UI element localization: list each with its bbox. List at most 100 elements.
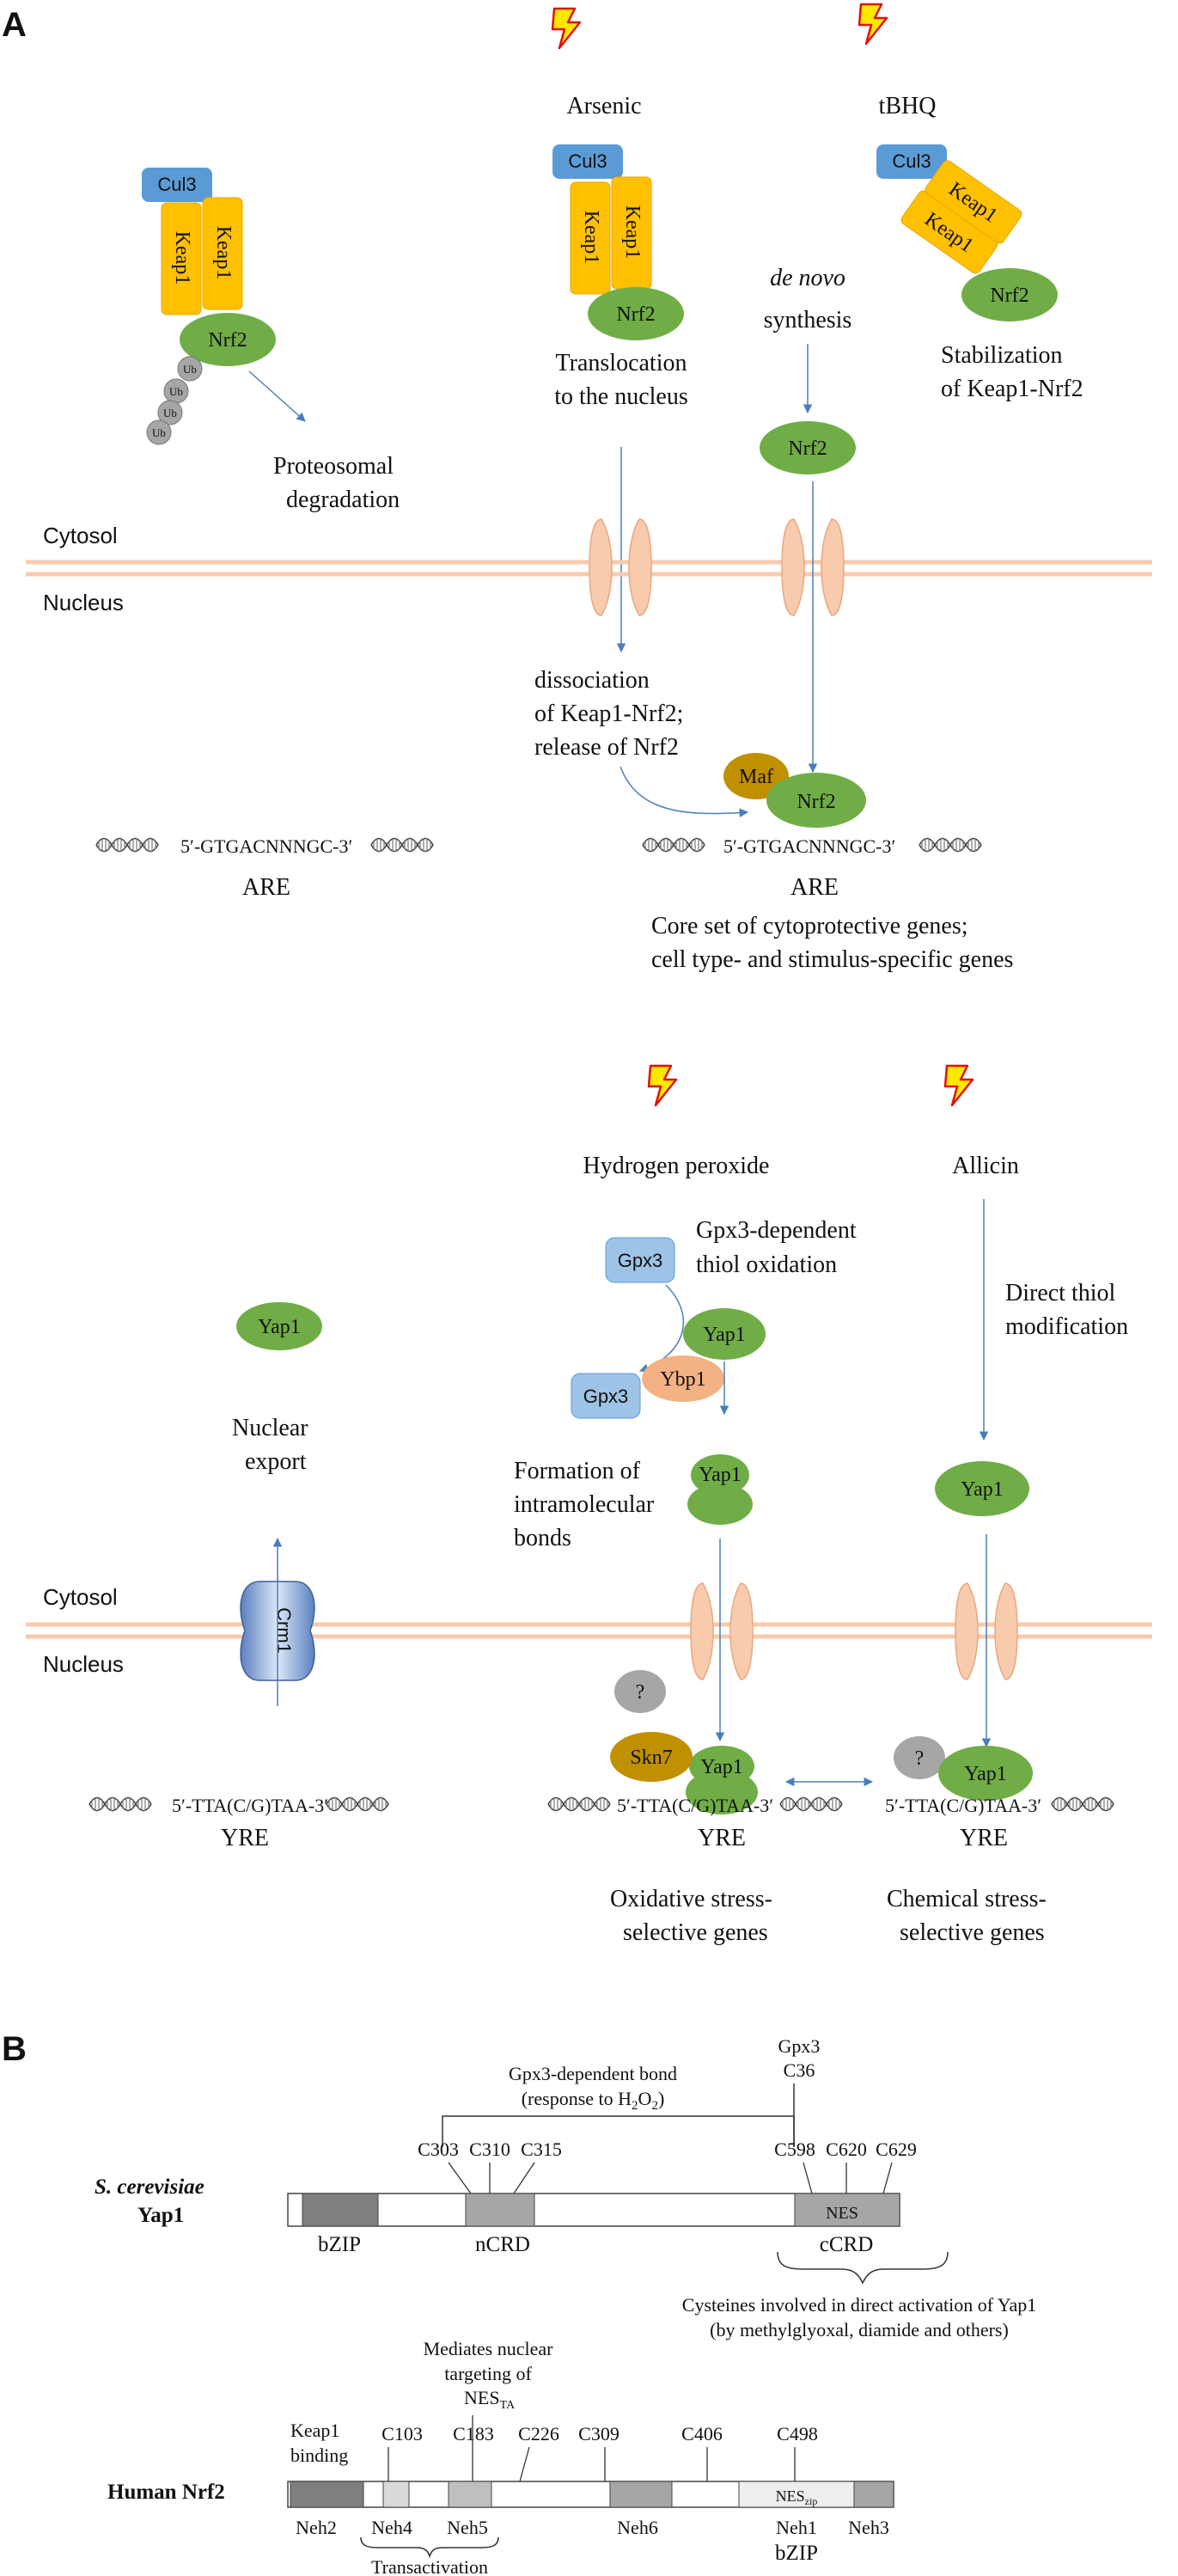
gpx3-box: [571, 1373, 641, 1419]
yap1-label: Yap1: [700, 1756, 743, 1778]
oxidized-yap1: Yap1: [687, 1454, 753, 1525]
cys-label: C598: [774, 2139, 815, 2160]
formation-text-2: intramolecular: [514, 1491, 655, 1518]
dna-icon: [547, 1796, 580, 1812]
keap1-label-b: Keap1: [621, 205, 644, 260]
nrf2-label: Nrf2: [797, 791, 835, 813]
dna-icon: [642, 837, 674, 853]
dissociation-text-2: of Keap1-Nrf2;: [534, 701, 683, 727]
bzip-label: bZIP: [775, 2542, 818, 2565]
nrf2-oval: [180, 313, 276, 366]
denovo-text-1: de novo: [770, 265, 845, 291]
mediates-text-1: Mediates nuclear: [424, 2338, 554, 2359]
neh6-domain: [609, 2481, 673, 2508]
neh3-domain: [853, 2481, 894, 2508]
cys-label: C406: [681, 2423, 723, 2444]
cys-label: C303: [418, 2139, 459, 2160]
cul3-label: Cul3: [157, 174, 196, 195]
dna-icon: [357, 1796, 389, 1812]
ncrd-cys-lines: [448, 2162, 535, 2194]
stabilization-text-2: of Keap1-Nrf2: [941, 376, 1083, 402]
dna-icon: [95, 837, 128, 853]
lightning-icon: [943, 1064, 974, 1107]
nuclear-yap1-skn7: Yap1: [686, 1746, 758, 1814]
nrf2-protein-name: Human Nrf2: [107, 2481, 225, 2504]
proteosomal-text-1: Proteosomal: [273, 453, 394, 480]
skn7-label: Skn7: [630, 1747, 672, 1769]
cys-label: C183: [453, 2423, 494, 2444]
neh5-label: Neh5: [447, 2517, 488, 2538]
unknown-factor-oval: [894, 1736, 945, 1779]
yre-label: YRE: [221, 1825, 269, 1851]
formation-text-3: bonds: [514, 1525, 571, 1551]
bzip-domain: [302, 2193, 379, 2227]
tbhq-label: tBHQ: [879, 93, 937, 119]
dissociation-text-1: dissociation: [534, 667, 650, 694]
cytosol-label: Cytosol: [43, 523, 118, 548]
keap1-left-b: [202, 197, 243, 310]
lightning-icon: [647, 1064, 678, 1107]
cys-label: C103: [381, 2423, 423, 2444]
gpx3-label: Gpx3: [778, 2035, 821, 2057]
dna-icon: [89, 1796, 121, 1812]
translocation-text-2: to the nucleus: [554, 383, 688, 410]
nrf2-oval: [766, 773, 866, 828]
denovo-text-2: synthesis: [764, 307, 852, 333]
dna-icon: [949, 837, 982, 853]
cul3-label: Cul3: [892, 150, 931, 172]
keap1-label-a: Keap1: [580, 211, 602, 265]
ybp1-oval: [642, 1355, 724, 1402]
yre-sequence: 5′-TTA(C/G)TAA-3′: [172, 1795, 328, 1816]
dna-icon: [1082, 1796, 1114, 1812]
ub-label: Ub: [163, 407, 177, 419]
cys-note-2: (by methylglyoxal, diamide and others): [710, 2319, 1009, 2340]
cul3-keap1-nrf2-complex-left: Cul3 Keap1 Keap1 Nrf2 Ub Ub Ub Ub: [142, 168, 276, 445]
dna-icon: [673, 837, 705, 853]
degradation-arrow: [248, 370, 306, 422]
bzip-label: bZIP: [318, 2233, 361, 2256]
yap1-protein-bar: NES: [287, 2193, 900, 2227]
yre-sequence: 5′-TTA(C/G)TAA-3′: [885, 1795, 1041, 1816]
crm1-label: Crm1: [273, 1607, 295, 1654]
dna-icon: [126, 837, 159, 853]
neh4-label: Neh4: [371, 2517, 412, 2538]
neh3-label: Neh3: [848, 2517, 889, 2538]
nuclear-pore: [690, 1582, 754, 1680]
ubiquitin-chain: Ub Ub Ub Ub: [146, 356, 203, 445]
chemical-genes-text-2: selective genes: [900, 1919, 1045, 1946]
keap1-label-b: Keap1: [212, 226, 235, 280]
dissociation-text-3: release of Nrf2: [534, 734, 679, 761]
dna-icon: [119, 1796, 152, 1812]
neh2-domain: [290, 2481, 364, 2508]
cytosol-label: Cytosol: [43, 1584, 118, 1610]
yap1-label: Yap1: [964, 1763, 1007, 1785]
yap1-label: Yap1: [258, 1316, 301, 1338]
translocation-text-1: Translocation: [556, 350, 687, 376]
nes-ta-label: NESTA: [464, 2387, 516, 2412]
keap1-label-a: Keap1: [171, 231, 193, 285]
keap1-box: [925, 160, 1022, 244]
gpx3-label: Gpx3: [618, 1250, 663, 1271]
keap1-left-a: [161, 202, 202, 315]
are-sequence: 5′-GTGACNNNGC-3′: [180, 835, 352, 857]
nucleus-label: Nucleus: [43, 590, 124, 615]
transactivation-brace: [360, 2536, 499, 2559]
nrf2-oval: [961, 268, 1058, 321]
yap1-label: Yap1: [703, 1324, 746, 1346]
gpx3-oxidation-text-2: thiol oxidation: [696, 1251, 837, 1278]
cys-label: C620: [826, 2139, 867, 2160]
yre-label: YRE: [960, 1825, 1008, 1851]
nuclear-export-text-1: Nuclear: [232, 1415, 308, 1441]
cys-label: C309: [578, 2423, 620, 2444]
nrf2-label: Nrf2: [616, 303, 655, 326]
dna-icon: [578, 1796, 611, 1812]
transactivation-label: Transactivation: [371, 2556, 488, 2576]
panel-b-label: B: [2, 2030, 27, 2068]
ncrd-label: nCRD: [475, 2233, 530, 2256]
lightning-icon: [858, 3, 888, 46]
dna-icon: [779, 1796, 812, 1812]
oxidative-genes-text-1: Oxidative stress-: [610, 1886, 772, 1912]
cys-label: C498: [777, 2423, 818, 2444]
ub-label: Ub: [152, 426, 166, 439]
